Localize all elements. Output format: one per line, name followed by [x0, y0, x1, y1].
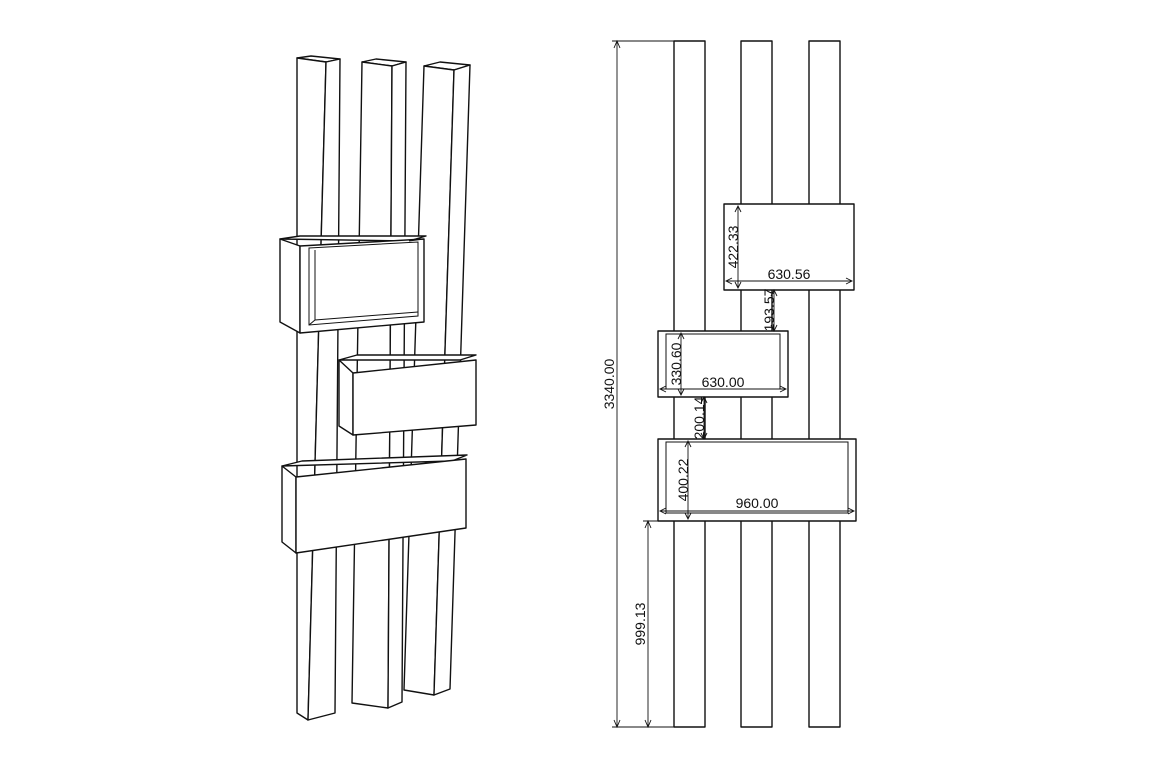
dim-base-height: 999.13 — [632, 519, 668, 729]
iso-post-left — [296, 55, 341, 721]
dim-top-box-height: 422.33 — [725, 204, 742, 290]
dim-top-box-width: 630.56 — [724, 266, 854, 285]
iso-middle-box — [338, 354, 477, 436]
elev-middle-box — [657, 330, 789, 398]
dim-bottom-box-width-label: 960.00 — [736, 495, 779, 511]
elevation-view: 3340.00 999.13 422.33 630.56 — [601, 39, 857, 729]
dim-gap-top-middle-label: 193.57 — [761, 288, 777, 331]
dim-total-height-label: 3340.00 — [601, 358, 617, 409]
iso-bottom-box — [281, 454, 468, 554]
elev-bottom-box — [657, 438, 857, 522]
dim-top-box-height-label: 422.33 — [725, 225, 741, 268]
isometric-view — [279, 55, 477, 721]
dim-middle-box-width: 630.00 — [658, 374, 788, 393]
dim-total-height: 3340.00 — [601, 39, 678, 729]
dim-gap-middle-bottom-label: 200.14 — [691, 396, 707, 439]
iso-top-box — [279, 235, 427, 334]
dim-middle-box-height: 330.60 — [668, 331, 685, 397]
dim-bottom-box-height-label: 400.22 — [675, 458, 691, 501]
dim-bottom-box-height: 400.22 — [675, 439, 692, 521]
dim-gap-middle-bottom: 200.14 — [691, 395, 708, 441]
dim-middle-box-height-label: 330.60 — [668, 342, 684, 385]
elev-post-3 — [808, 40, 841, 728]
dim-base-height-label: 999.13 — [632, 602, 648, 645]
dim-bottom-box-width: 960.00 — [658, 495, 856, 515]
dim-middle-box-width-label: 630.00 — [702, 374, 745, 390]
elev-top-box — [723, 203, 855, 291]
dim-top-box-width-label: 630.56 — [768, 266, 811, 282]
dim-gap-top-middle: 193.57 — [761, 288, 778, 333]
